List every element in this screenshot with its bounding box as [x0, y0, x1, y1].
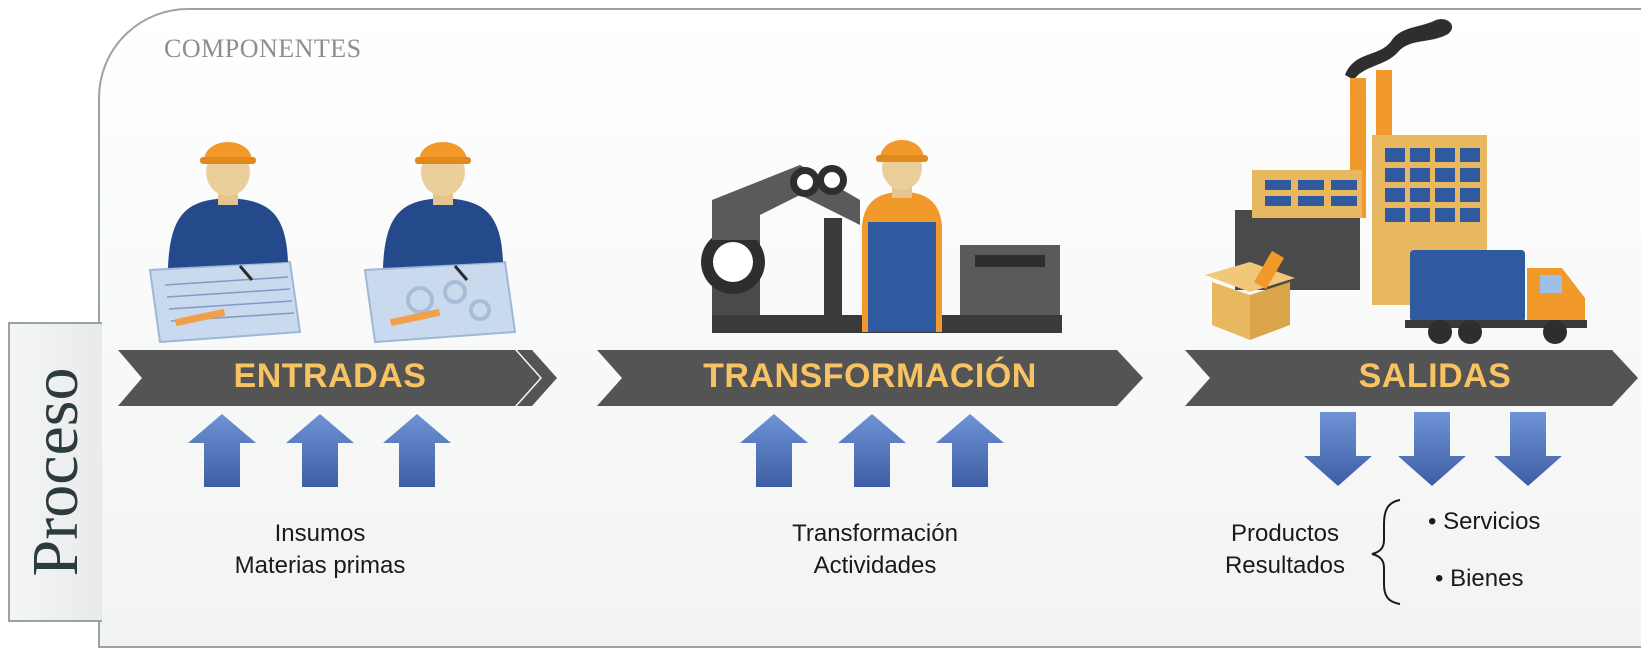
- label-resultados: Resultados: [1224, 552, 1346, 579]
- worker-machine-icon: [701, 140, 1062, 333]
- banner-entradas: [118, 350, 557, 406]
- label-transformacion: Transformación: [792, 520, 958, 547]
- input-arrows: [188, 414, 451, 487]
- components-title: COMPONENTES: [164, 34, 362, 63]
- engineer-icon: [148, 142, 302, 344]
- banner-transformacion: [597, 350, 1143, 406]
- transformation-arrows: [740, 414, 1004, 487]
- entradas-labels: Insumos Materias primas: [190, 518, 450, 582]
- curly-brace: [1371, 499, 1401, 605]
- label-productos: Productos: [1230, 520, 1340, 547]
- process-side-tab: Proceso: [8, 322, 102, 622]
- engineer-icon: [363, 142, 517, 344]
- box-icon: [1205, 250, 1295, 340]
- sub-item-servicios: • Servicios: [1428, 508, 1541, 535]
- output-arrows: [1304, 412, 1562, 486]
- label-materias-primas: Materias primas: [234, 552, 406, 579]
- stage-title-salidas: SALIDAS: [1358, 357, 1512, 395]
- label-actividades: Actividades: [813, 552, 937, 579]
- stage-title-entradas: ENTRADAS: [233, 357, 427, 395]
- truck-icon: [1405, 250, 1587, 344]
- diagram-art: [118, 19, 1638, 605]
- salidas-labels: Productos Resultados: [1205, 518, 1365, 582]
- transformacion-labels: Transformación Actividades: [735, 518, 1015, 582]
- sub-item-bienes: • Bienes: [1435, 565, 1524, 592]
- label-insumos: Insumos: [274, 520, 366, 547]
- stage-title-transformacion: TRANSFORMACIÓN: [703, 357, 1037, 395]
- banner-salidas: [1185, 350, 1638, 406]
